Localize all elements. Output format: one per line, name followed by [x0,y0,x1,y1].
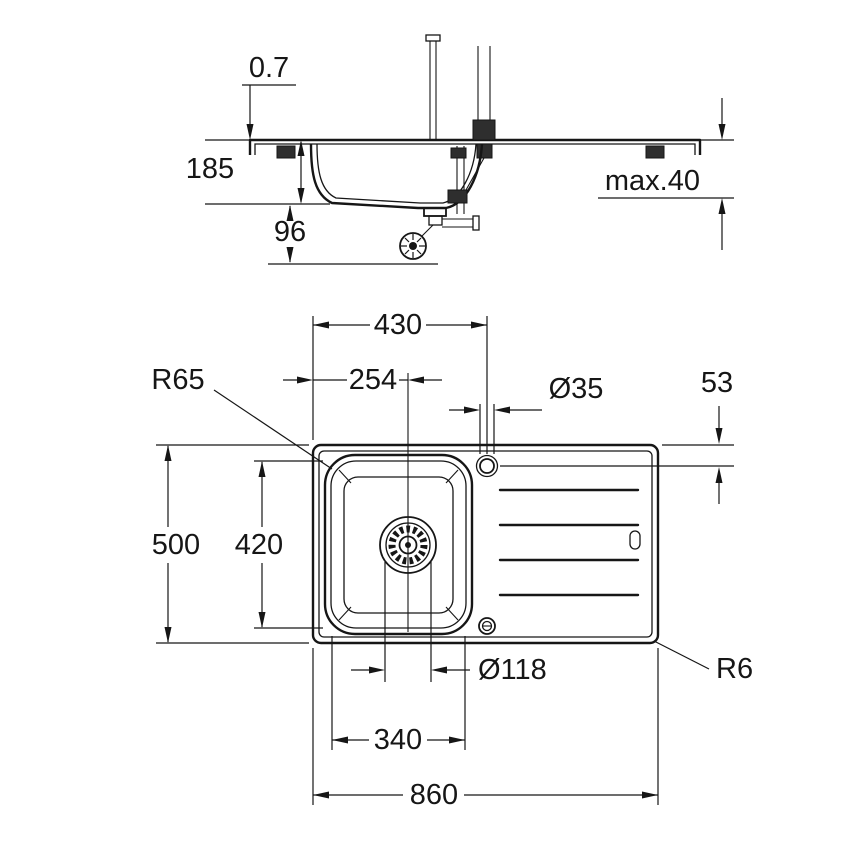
drain-assembly-profile [399,146,480,260]
drainboard-grooves [498,488,641,597]
dim-drain-clearance-label: 96 [274,216,306,248]
overflow-hole-outer [478,617,496,635]
bowl-corner-ticks [338,469,459,621]
dim-drain-x-label: 254 [349,364,397,396]
dim-faucet-x-label: 430 [374,309,422,341]
overflow-fitting-top [450,147,467,159]
dim-drain-dia: Ø118 [351,562,547,686]
faucet-shank [476,143,493,159]
faucet-hole [475,454,499,478]
bowl-outer-rim [323,453,474,636]
sink-outline [311,443,660,645]
dim-corner-r65: R65 [151,364,333,470]
dim-drain-x: 254 [283,364,442,396]
dim-bowl-width: 340 [331,636,466,756]
dim-overall-width: 860 [312,648,659,811]
trap-spokes [401,234,425,258]
drain-cap-center [405,542,411,548]
rim-inner-line [254,143,696,155]
dim-bowl-depth-label: 185 [186,153,234,185]
bowl-inner-wall [316,143,477,204]
drain-mid-circle [385,522,431,568]
dim-drain-clearance: 96 [268,205,438,265]
popup-rod-knob [425,34,441,42]
dim-corner-r65-label: R65 [151,364,204,396]
mounting-clip-right [645,145,665,159]
dim-drain-dia-label: Ø118 [478,654,547,686]
dim-faucet-x: 430 [312,309,488,454]
drain-strainer [379,516,437,574]
faucet-hole-outer [475,454,499,478]
dim-faucet-y-label: 53 [701,367,733,399]
sink-inner-edge [318,450,653,638]
dim-bowl-length-label: 420 [235,529,283,561]
faucet-profile [425,34,496,191]
drain-cap [398,535,418,555]
faucet-base [472,119,496,141]
dim-overall-depth: 500 [152,444,309,644]
overflow-fitting-bottom [447,189,468,204]
dim-faucet-hole-dia-label: Ø35 [549,373,604,405]
sink-outer-edge [311,443,660,645]
drain-tailpiece [428,215,443,226]
trap-center [409,242,417,250]
dim-corner-r6-label: R6 [716,653,753,685]
dim-sheet-thickness-label: 0.7 [249,52,289,84]
bowl-floor [343,476,454,614]
plan-view: 430 R65 254 Ø35 53 [151,309,753,811]
drain-outer-circle [379,516,437,574]
bowl-outline [323,453,474,636]
dim-sheet-thickness: 0.7 [242,52,296,140]
trap-connector [421,224,434,237]
mounting-clip-left [276,145,296,159]
faucet-hole-inner [479,458,495,474]
trap-body [399,232,427,260]
dim-bowl-width-label: 340 [374,724,422,756]
dim-overall-depth-label: 500 [152,529,200,561]
outlet-cap [472,215,480,231]
side-view: 0.7 185 96 max.40 [186,34,734,265]
drain-slot-ring [388,525,428,565]
dim-corner-r6: R6 [653,640,753,685]
dim-max-worktop: max.40 [598,98,734,250]
dim-overall-width-label: 860 [410,779,458,811]
dim-faucet-hole-dia: Ø35 [449,373,603,454]
dim-max-worktop-label: max.40 [605,165,700,197]
overflow-hole [478,617,496,635]
dim-bowl-length: 420 [235,460,323,629]
bowl-inner-rim [330,460,467,629]
dim-bowl-depth: 185 [186,139,330,205]
edge-drain-slot [629,530,641,550]
dim-faucet-y: 53 [500,367,734,504]
